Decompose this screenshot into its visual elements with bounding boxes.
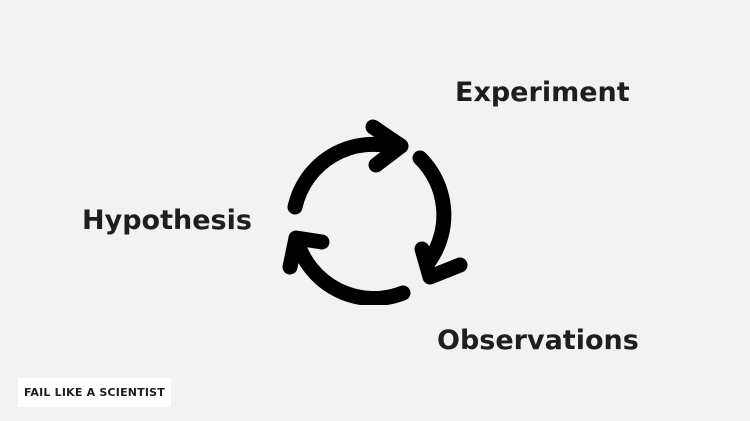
- arrow-head-hypothesis: [282, 230, 330, 275]
- footer-badge: FAIL LIKE A SCIENTIST: [18, 378, 171, 407]
- circular-arrows-icon: [282, 119, 468, 305]
- arrow-to-hypothesis: [289, 233, 411, 305]
- arrow-to-experiment: [287, 136, 405, 215]
- arrow-head-experiment: [365, 119, 409, 173]
- observations-label: Observations: [437, 325, 639, 356]
- arrow-to-observations: [412, 150, 452, 268]
- experiment-label: Experiment: [455, 77, 630, 108]
- arrow-head-observations: [414, 241, 468, 285]
- hypothesis-label: Hypothesis: [82, 205, 252, 236]
